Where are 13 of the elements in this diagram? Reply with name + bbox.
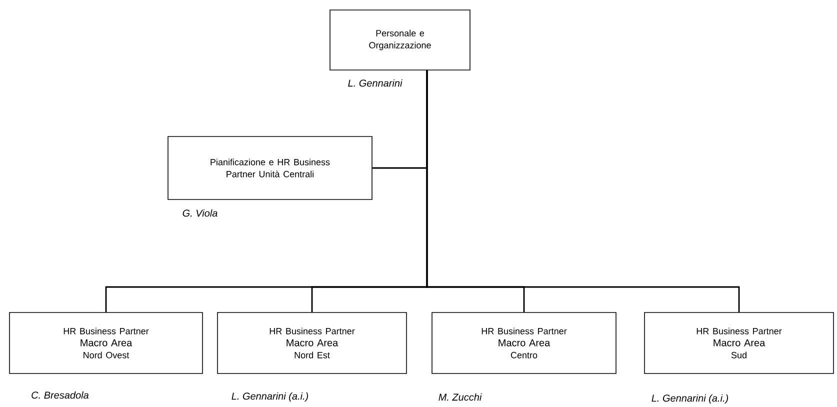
person-name: L. Gennarini [348, 79, 402, 87]
org-box: HR Business Partner Macro Area Nord Ovest [9, 312, 203, 374]
person-name: L. Gennarini (a.i.) [232, 392, 308, 402]
org-box: HR Business Partner Macro Area Nord Est [217, 312, 407, 374]
connector-line [426, 70, 740, 312]
org-box: Pianificazione e HR Business Partner Unità Centrali [168, 136, 372, 200]
person-name: L. Gennarini (a.i.) [652, 394, 728, 404]
org-box: HR Business Partner Macro Area Sud [644, 312, 834, 374]
org-box: HR Business Partner Macro Area Centro [432, 312, 616, 374]
org-box: Personale e Organizzazione [330, 10, 470, 70]
person-name: C. Bresadola [32, 391, 89, 399]
person-name: G. Viola [182, 209, 218, 217]
person-name: M. Zucchi [438, 393, 482, 401]
